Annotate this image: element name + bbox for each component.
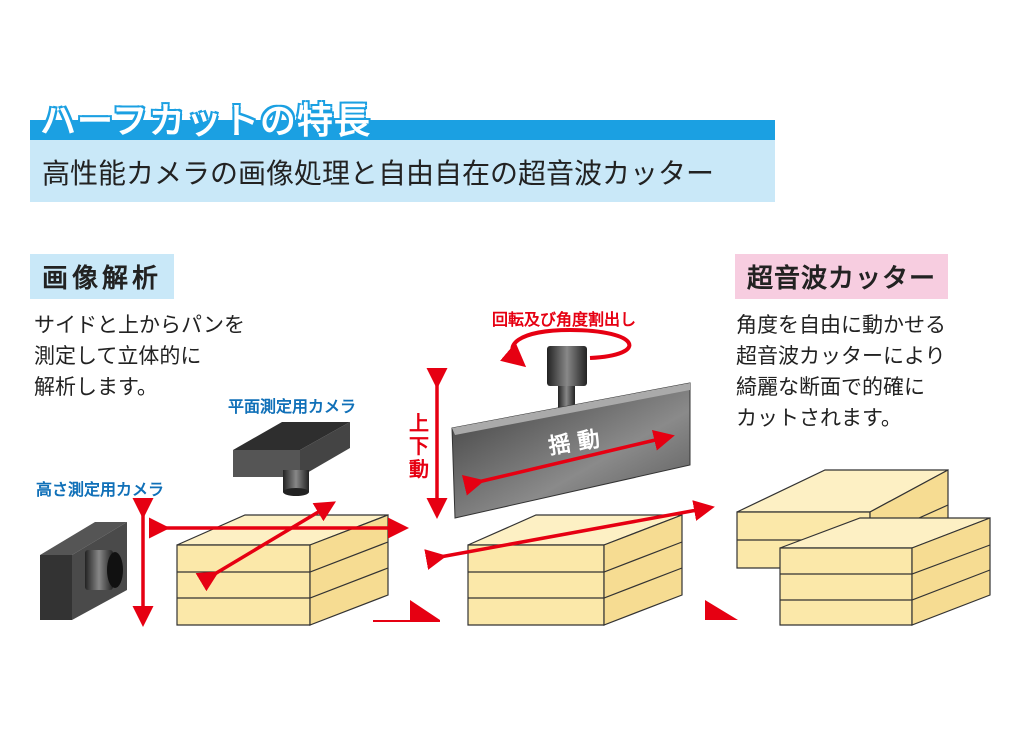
step-arrow-icon <box>373 600 440 620</box>
rotation-arrow-icon <box>500 327 632 368</box>
text-line: サイドと上からパンを <box>34 313 246 337</box>
height-camera-label: 高さ測定用カメラ <box>36 480 165 499</box>
ultrasonic-cutter-description: 角度を自由に動かせる 超音波カッターにより 綺麗な断面で的確に カットされます。 <box>736 310 946 434</box>
bread-block-cut-front <box>779 517 991 626</box>
text-line: 角度を自由に動かせる <box>736 313 946 337</box>
vertical-motion-label: 上 下 動 <box>409 412 429 481</box>
swing-arrow <box>461 430 675 496</box>
step-arrow-icon <box>668 600 738 620</box>
page-subtitle: 高性能カメラの画像処理と自由自在の超音波カッター <box>42 157 715 190</box>
cut-path-arrow <box>424 500 715 570</box>
diagonal-scan-arrow <box>195 501 337 592</box>
vertical-char: 下 <box>409 434 429 458</box>
text-line: 測定して立体的に <box>34 344 202 368</box>
image-analysis-label: 画像解析 <box>30 254 175 299</box>
image-analysis-description: サイドと上からパンを 測定して立体的に 解析します。 <box>34 310 245 403</box>
subtitle-band <box>30 140 775 202</box>
motion-arrows <box>132 368 715 627</box>
plane-camera <box>233 422 350 496</box>
rotation-label: 回転及び角度割出し <box>492 310 637 329</box>
text-line: 超音波カッターにより <box>736 344 946 368</box>
text-line: 解析します。 <box>34 375 158 399</box>
title-bar <box>30 120 775 140</box>
text-line: 綺麗な断面で的確に <box>736 375 925 399</box>
page-title: ハーフカットの特長 <box>40 101 371 142</box>
plane-camera-label: 平面測定用カメラ <box>228 397 357 416</box>
vertical-char: 動 <box>409 457 429 481</box>
text-line: カットされます。 <box>736 406 902 430</box>
ultrasonic-cutter-label: 超音波カッター <box>735 254 949 299</box>
height-camera <box>40 522 127 620</box>
vertical-char: 上 <box>409 411 429 435</box>
